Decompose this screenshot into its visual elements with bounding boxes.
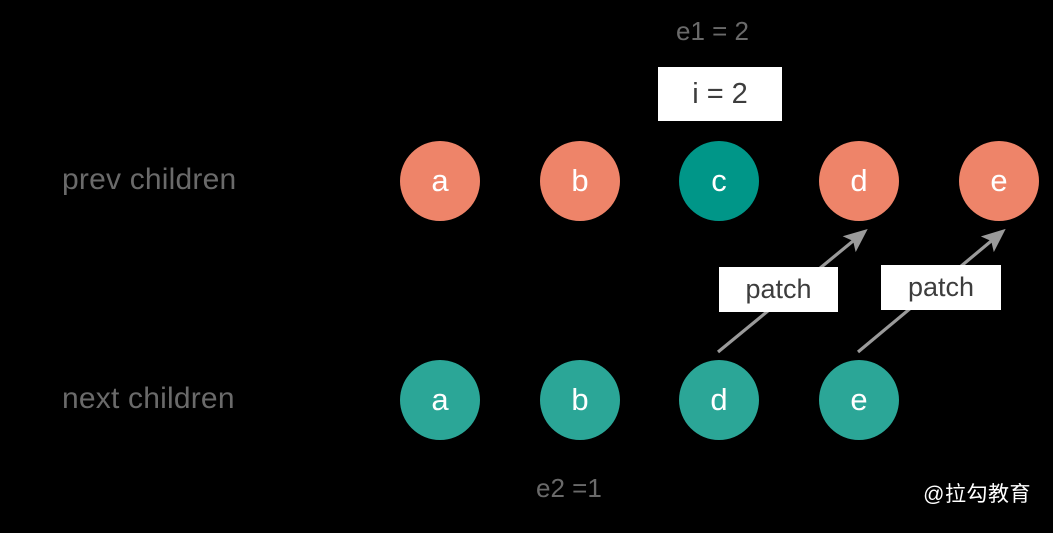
prev-node-a[interactable]: a: [400, 141, 480, 221]
prev-node-b[interactable]: b: [540, 141, 620, 221]
patch-label-2: patch: [881, 265, 1001, 310]
next-children-label: next children: [62, 382, 235, 415]
next-node-b[interactable]: b: [540, 360, 620, 440]
patch-label-1: patch: [719, 267, 838, 312]
prev-node-d[interactable]: d: [819, 141, 899, 221]
marker-e1: e1 = 2: [676, 16, 750, 46]
next-node-e-text: e: [850, 381, 868, 417]
prev-node-e-text: e: [990, 162, 1008, 198]
prev-node-c-text: c: [711, 162, 727, 198]
next-node-d[interactable]: d: [679, 360, 759, 440]
next-node-d-text: d: [710, 381, 728, 417]
watermark: @拉勾教育: [923, 483, 1031, 506]
prev-node-d-text: d: [850, 162, 868, 198]
prev-children-label: prev children: [62, 163, 237, 196]
prev-node-a-text: a: [431, 162, 449, 198]
next-node-a-text: a: [431, 381, 449, 417]
prev-node-c[interactable]: c: [679, 141, 759, 221]
next-node-b-text: b: [571, 381, 589, 417]
prev-node-b-text: b: [571, 162, 589, 198]
prev-node-e[interactable]: e: [959, 141, 1039, 221]
marker-i-box: i = 2: [658, 67, 782, 121]
marker-e2: e2 =1: [536, 473, 602, 503]
next-node-e[interactable]: e: [819, 360, 899, 440]
next-node-a[interactable]: a: [400, 360, 480, 440]
